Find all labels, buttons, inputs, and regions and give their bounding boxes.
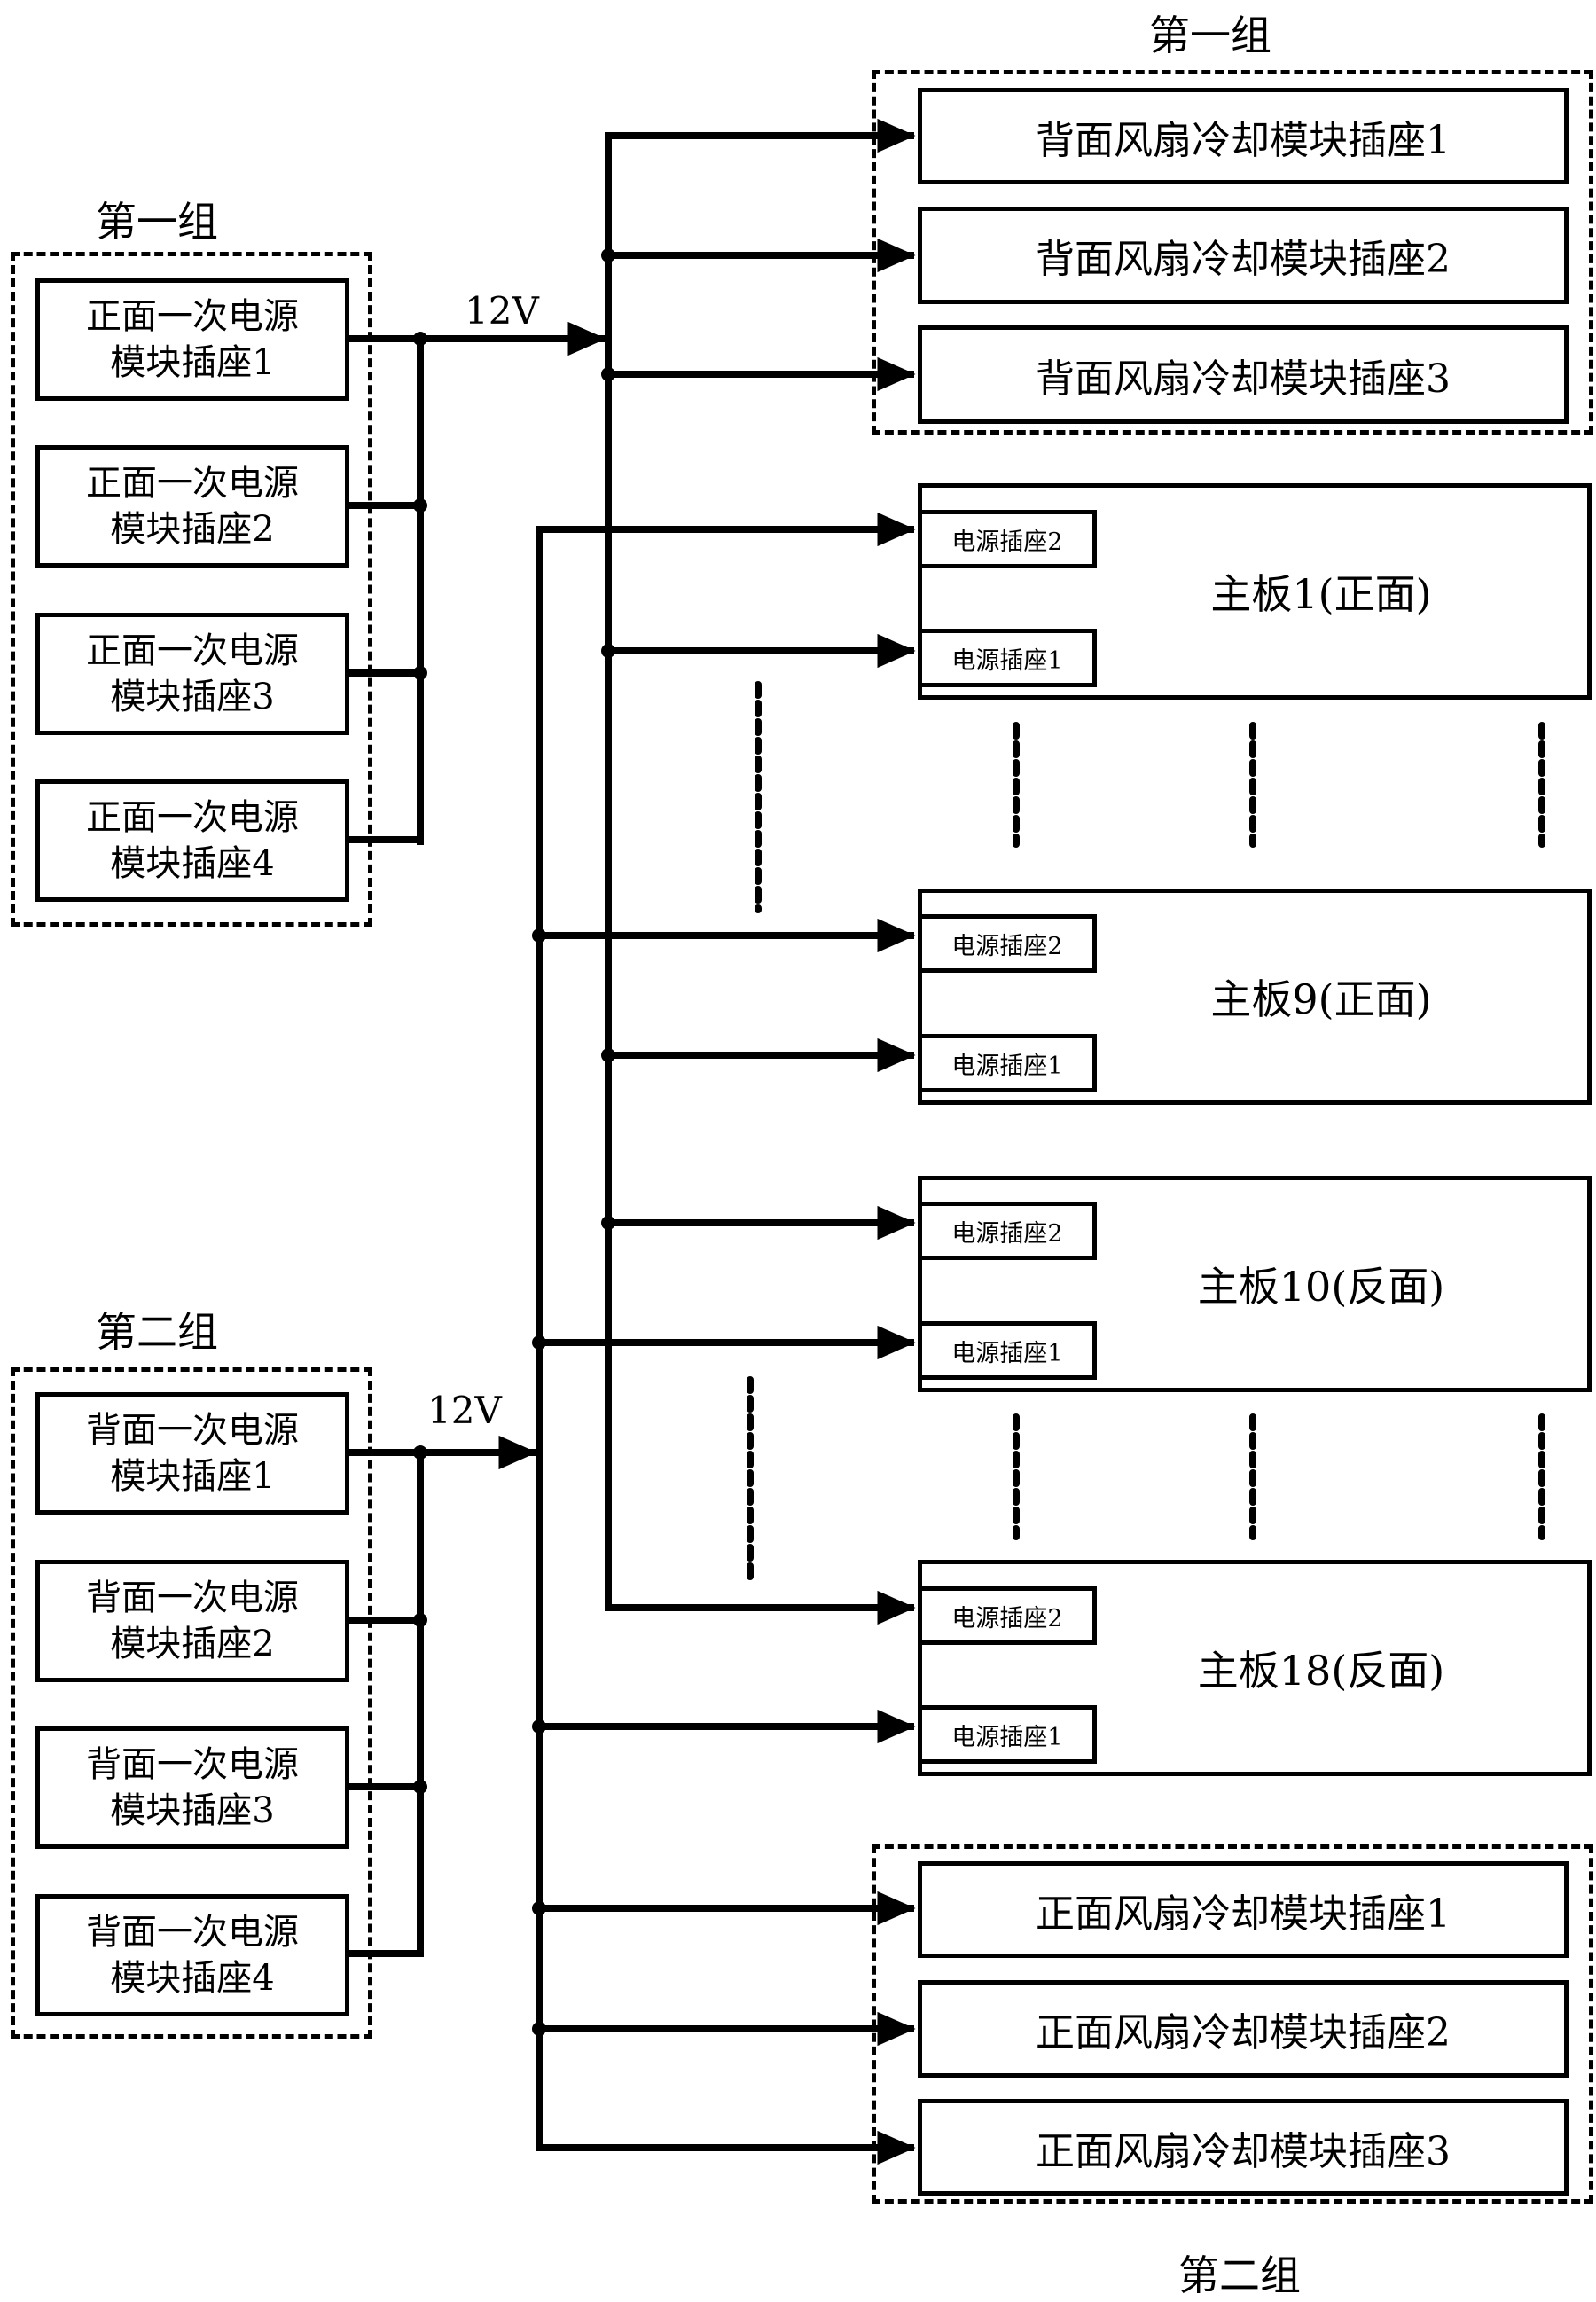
power-socket-label: 电源插座2 — [951, 1219, 1063, 1248]
psu-group-2-frame — [11, 1367, 372, 2039]
fan-socket-label: 背面风扇冷却模块插座3 — [1036, 356, 1451, 402]
fan-socket: 背面风扇冷却模块插座3 — [918, 325, 1569, 424]
fan-group-2-label: 第二组 — [1178, 2251, 1301, 2299]
psu-module-line2: 模块插座4 — [110, 1958, 275, 1999]
fan-socket: 背面风扇冷却模块插座2 — [918, 207, 1569, 304]
junction-dot — [601, 644, 615, 658]
fan-socket: 正面风扇冷却模块插座1 — [918, 1861, 1569, 1958]
motherboard-title: 主板18(反面) — [1197, 1647, 1445, 1695]
junction-dot — [601, 1048, 615, 1062]
junction-dot — [601, 1216, 615, 1230]
psu-module-line2: 模块插座4 — [110, 843, 275, 884]
power-socket-label: 电源插座2 — [951, 1604, 1063, 1633]
fan-group-1-frame — [872, 70, 1593, 435]
psu-module-line1: 正面一次电源 — [86, 463, 299, 504]
power-socket-label: 电源插座1 — [951, 646, 1063, 675]
junction-dot — [413, 1780, 427, 1794]
psu-module-3: 背面一次电源模块插座3 — [35, 1726, 349, 1849]
psu-group-2-label: 第二组 — [96, 1308, 218, 1356]
psu-module-line2: 模块插座3 — [110, 677, 275, 717]
power-socket-1: 电源插座1 — [918, 1321, 1097, 1380]
psu-module-line1: 背面一次电源 — [86, 1744, 299, 1785]
power-socket-2: 电源插座2 — [918, 914, 1097, 973]
power-socket-label: 电源插座1 — [951, 1723, 1063, 1751]
power-socket-label: 电源插座1 — [951, 1052, 1063, 1080]
psu-module-line1: 正面一次电源 — [86, 296, 299, 337]
fan-socket: 正面风扇冷却模块插座2 — [918, 1980, 1569, 2078]
fan-socket-label: 正面风扇冷却模块插座3 — [1036, 2128, 1451, 2174]
junction-dot — [413, 1613, 427, 1627]
voltage-label-group-1: 12V — [465, 289, 539, 333]
junction-dot — [532, 1901, 546, 1915]
junction-dot — [532, 2022, 546, 2036]
junction-dot — [413, 1445, 427, 1460]
fan-socket-label: 正面风扇冷却模块插座2 — [1036, 2010, 1451, 2055]
psu-group-1-frame — [11, 252, 372, 927]
junction-dot — [413, 498, 427, 513]
fan-socket: 正面风扇冷却模块插座3 — [918, 2099, 1569, 2196]
junction-dot — [413, 666, 427, 680]
psu-group-1-label: 第一组 — [96, 198, 218, 246]
psu-module-line2: 模块插座2 — [110, 1624, 275, 1664]
psu-module-2: 正面一次电源模块插座2 — [35, 445, 349, 568]
power-socket-1: 电源插座1 — [918, 1705, 1097, 1764]
motherboard-1: 电源插座2 主板1(正面) 电源插座1 — [918, 483, 1592, 700]
junction-dot — [601, 248, 615, 262]
psu-module-4: 背面一次电源模块插座4 — [35, 1894, 349, 2016]
power-socket-2: 电源插座2 — [918, 1202, 1097, 1260]
psu-module-line1: 正面一次电源 — [86, 630, 299, 671]
psu-module-line2: 模块插座3 — [110, 1790, 275, 1831]
psu-module-2: 背面一次电源模块插座2 — [35, 1560, 349, 1682]
psu-module-line2: 模块插座1 — [110, 342, 275, 383]
junction-dot — [413, 332, 427, 346]
fan-group-1-label: 第一组 — [1149, 12, 1271, 59]
power-socket-label: 电源插座2 — [951, 932, 1063, 960]
power-socket-label: 电源插座1 — [951, 1339, 1063, 1367]
motherboard-title: 主板9(正面) — [1210, 975, 1432, 1023]
motherboard-9: 电源插座2 主板9(正面) 电源插座1 — [918, 889, 1592, 1105]
junction-dot — [532, 1335, 546, 1350]
power-socket-2: 电源插座2 — [918, 510, 1097, 568]
psu-module-line2: 模块插座2 — [110, 509, 275, 550]
psu-module-line1: 背面一次电源 — [86, 1578, 299, 1618]
voltage-label-group-2: 12V — [427, 1389, 502, 1432]
psu-module-line2: 模块插座1 — [110, 1456, 275, 1497]
fan-group-2-frame — [872, 1844, 1593, 2204]
psu-module-line1: 背面一次电源 — [86, 1912, 299, 1953]
motherboard-title: 主板10(反面) — [1197, 1263, 1445, 1311]
psu-module-1: 正面一次电源模块插座1 — [35, 278, 349, 401]
power-socket-label: 电源插座2 — [951, 528, 1063, 556]
power-socket-2: 电源插座2 — [918, 1586, 1097, 1645]
power-socket-1: 电源插座1 — [918, 629, 1097, 687]
motherboard-title: 主板1(正面) — [1210, 570, 1432, 618]
junction-dot — [601, 367, 615, 381]
fan-socket-label: 正面风扇冷却模块插座1 — [1036, 1891, 1451, 1937]
psu-module-1: 背面一次电源模块插座1 — [35, 1392, 349, 1515]
psu-module-3: 正面一次电源模块插座3 — [35, 613, 349, 735]
psu-module-line1: 背面一次电源 — [86, 1410, 299, 1451]
psu-module-4: 正面一次电源模块插座4 — [35, 779, 349, 902]
fan-socket: 背面风扇冷却模块插座1 — [918, 88, 1569, 184]
motherboard-10: 电源插座2 主板10(反面) 电源插座1 — [918, 1176, 1592, 1392]
junction-dot — [532, 928, 546, 943]
psu-module-line1: 正面一次电源 — [86, 797, 299, 838]
junction-dot — [532, 1719, 546, 1734]
fan-socket-label: 背面风扇冷却模块插座1 — [1036, 117, 1451, 163]
fan-socket-label: 背面风扇冷却模块插座2 — [1036, 237, 1451, 282]
power-socket-1: 电源插座1 — [918, 1034, 1097, 1092]
motherboard-18: 电源插座2 主板18(反面) 电源插座1 — [918, 1560, 1592, 1776]
